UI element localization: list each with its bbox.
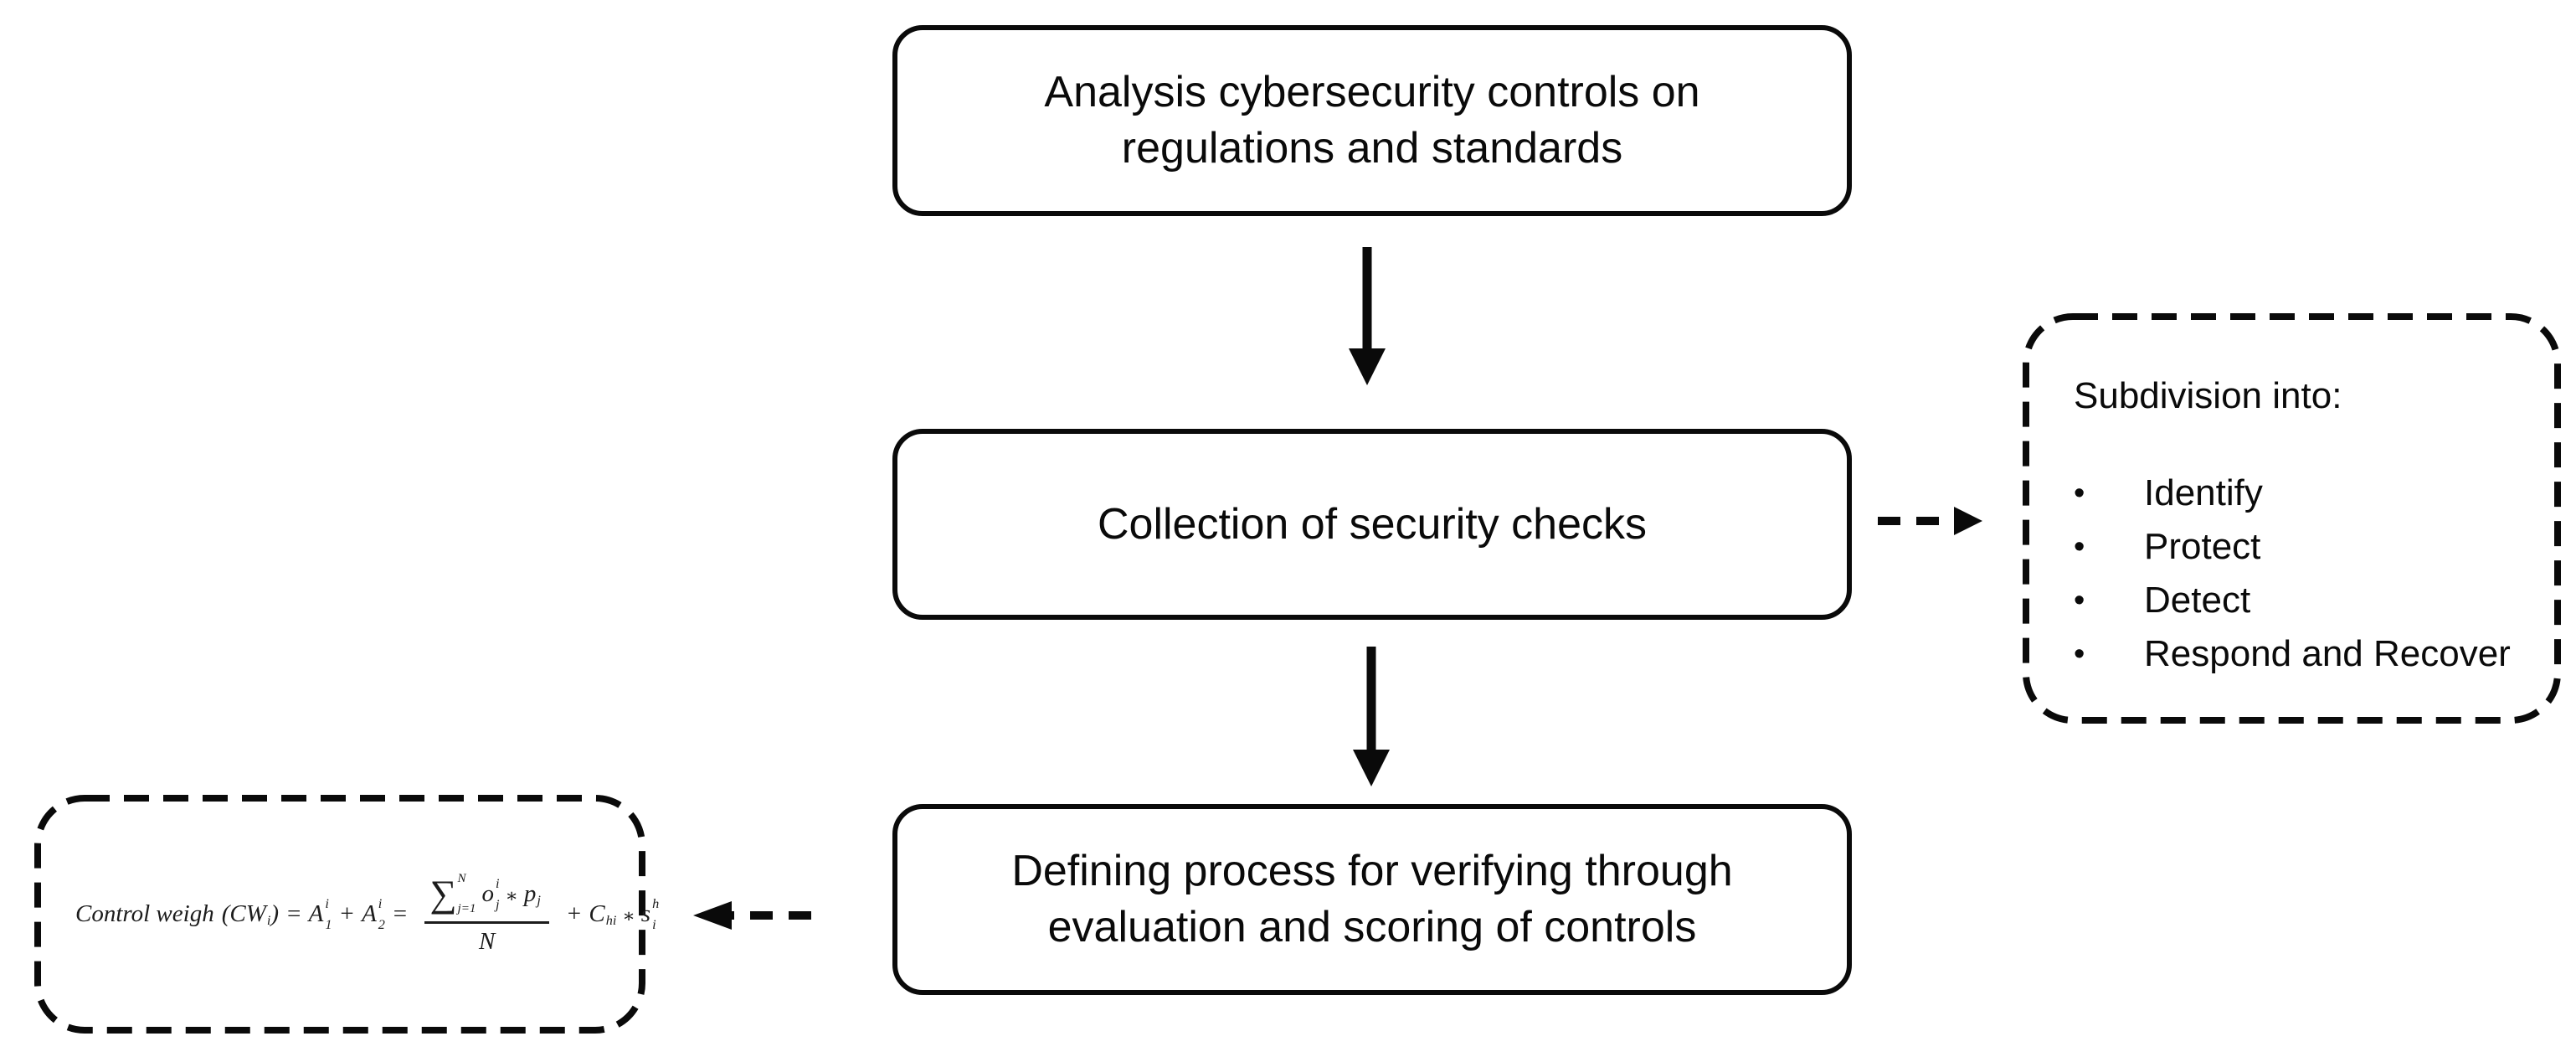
summation-icon: ∑ [429, 873, 457, 915]
arrow-collection-to-defining [1353, 647, 1390, 786]
bullet-icon: • [2074, 637, 2085, 672]
math-subscript: j [537, 893, 541, 909]
summation-upper-limit: N [457, 872, 466, 886]
subdivision-item-respond-recover: Respond and Recover [2144, 633, 2511, 675]
box-defining-process: Defining process for verifying through e… [892, 804, 1852, 995]
math-subscript: hi [605, 913, 617, 929]
math-operator: ∗ [622, 905, 635, 926]
subdivision-item-identify: Identify [2144, 472, 2263, 514]
formula-box: Control weigh ( CW i ) = A i 1 + A i 2 =… [33, 794, 659, 1034]
math-supsub: i 2 [378, 895, 385, 932]
list-item: • Detect [2074, 575, 2538, 628]
formula-box-outline [34, 795, 645, 1034]
subdivision-title: Subdivision into: [2074, 375, 2342, 416]
list-item: • Respond and Recover [2074, 628, 2538, 682]
subdivision-item-detect: Detect [2144, 580, 2251, 621]
math-supsub: i 1 [325, 895, 332, 932]
box-collection-label: Collection of security checks [1097, 499, 1648, 549]
control-weight-formula: Control weigh ( CW i ) = A i 1 + A i 2 =… [75, 873, 659, 956]
math-superscript: i [495, 875, 500, 891]
arrow-analysis-to-collection [1349, 247, 1386, 385]
math-token: A [362, 900, 377, 927]
bullet-icon: • [2074, 583, 2085, 618]
dashed-arrow-to-subdivision [1878, 507, 1982, 535]
math-supsub: h i [652, 895, 660, 932]
math-operator: = [391, 900, 409, 927]
box-analysis-label: Analysis cybersecurity controls on regul… [1044, 68, 1700, 173]
math-subscript: j [495, 896, 500, 912]
math-token: A [308, 900, 324, 927]
subdivision-box: Subdivision into: • Identify • Protect •… [2022, 312, 2562, 724]
list-item: • Protect [2074, 521, 2538, 575]
fraction-numerator: ∑ N j=1 o i j ∗ p j [424, 873, 549, 924]
math-supsub: i j [495, 875, 500, 912]
box-analysis-controls: Analysis cybersecurity controls on regul… [892, 25, 1852, 216]
fraction-denominator: N [478, 927, 496, 955]
box-defining-label: Defining process for verifying through e… [1011, 847, 1733, 951]
math-token: s [640, 900, 651, 927]
box-collection-security-checks: Collection of security checks [892, 429, 1852, 620]
summation-limits: N j=1 [458, 873, 476, 915]
math-token: Control weigh [75, 900, 214, 927]
list-item: • Identify [2074, 467, 2538, 521]
math-fraction: ∑ N j=1 o i j ∗ p j N [424, 873, 549, 956]
math-superscript: h [652, 895, 660, 911]
math-superscript: i [378, 895, 383, 911]
math-token: ) [270, 900, 280, 927]
math-operator: ∗ [505, 884, 518, 906]
math-superscript: i [325, 895, 329, 911]
math-subscript: 1 [325, 916, 332, 932]
math-subscript: i [266, 913, 271, 929]
math-token: CW [229, 900, 266, 927]
subdivision-item-protect: Protect [2144, 526, 2261, 568]
math-token: o [481, 880, 494, 907]
math-subscript: 2 [378, 916, 385, 932]
math-token: C [589, 900, 605, 927]
math-operator: = [285, 900, 302, 927]
subdivision-box-outline [2023, 313, 2561, 724]
dashed-arrow-to-formula [693, 901, 811, 930]
math-operator: + [338, 900, 356, 927]
math-token: p [523, 880, 537, 907]
math-operator: + [565, 900, 583, 927]
summation-lower-limit: j=1 [457, 901, 476, 915]
math-subscript: i [652, 916, 656, 932]
bullet-icon: • [2074, 476, 2085, 511]
math-token: ( [221, 900, 230, 927]
bullet-icon: • [2074, 529, 2085, 565]
